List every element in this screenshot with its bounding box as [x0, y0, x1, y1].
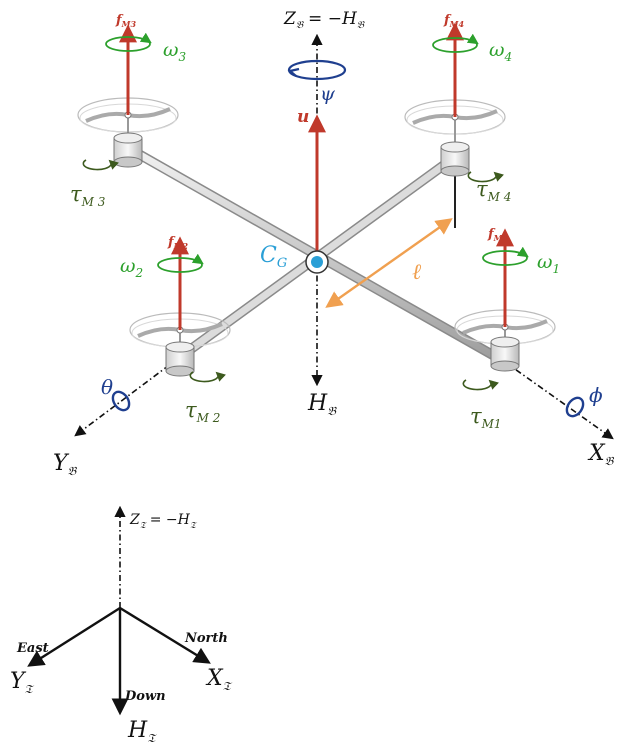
torque-label: τM1	[470, 404, 502, 431]
body-y-axis	[74, 356, 181, 437]
thrust-force-label: fM3	[115, 13, 136, 29]
thrust-force-label: fM4	[443, 13, 464, 29]
torque-label: τM 3	[70, 182, 106, 209]
z-inertial-axis-label: Z𝔗= −H𝔗	[129, 512, 198, 531]
motor-m1: fM1 ω1 τM1	[454, 227, 560, 431]
y-inertial-axis-label: Y𝔗	[10, 669, 35, 696]
arm-length-label: ℓ	[412, 260, 422, 285]
north-label: North	[184, 631, 228, 646]
motor-base	[113, 156, 143, 168]
phi-rotation-icon	[565, 396, 585, 418]
motor-base	[490, 360, 520, 372]
omega-label: ω4	[489, 39, 512, 64]
torque-rotation-icon	[467, 171, 504, 183]
y-body-axis-label: Y𝔅	[53, 451, 78, 478]
torque-rotation-icon	[189, 371, 226, 383]
motor-top	[165, 341, 195, 353]
motor-m4: fM4 ω4 τM 4	[404, 13, 512, 204]
omega-rotation-icon	[482, 250, 528, 266]
body-x-axis	[504, 361, 614, 440]
x-inertial-axis-label: X𝔗	[205, 666, 233, 693]
cg-label: CG	[260, 243, 287, 271]
theta-rotation-icon	[111, 390, 131, 412]
torque-label: τM 4	[476, 177, 511, 204]
motor-top	[490, 336, 520, 348]
h-inertial-axis-label: H𝔗	[127, 718, 157, 745]
down-label: Down	[124, 689, 166, 704]
motor-m3: fM3 ω3 τM 3	[70, 13, 187, 209]
omega-rotation-icon	[105, 36, 151, 52]
omega-rotation-icon	[157, 257, 203, 273]
motor-top	[440, 141, 470, 153]
thrust-u-label: u	[297, 107, 309, 127]
omega-arrow-icon	[191, 253, 204, 265]
inertial-x-axis	[119, 606, 211, 664]
thrust-force-label: fM2	[167, 235, 188, 251]
omega-label: ω2	[120, 255, 143, 280]
phi-label: ϕ	[589, 383, 603, 407]
h-body-axis-label: H𝔅	[307, 391, 337, 418]
east-label: East	[16, 641, 49, 656]
torque-label: τM 2	[185, 398, 220, 425]
arm-length-indicator	[325, 172, 456, 308]
z-body-axis-label: Z𝔅= −H𝔅	[283, 9, 365, 31]
omega-arrow-icon	[516, 246, 529, 258]
omega-arrow-icon	[139, 32, 152, 44]
torque-rotation-icon	[462, 379, 499, 391]
x-body-axis-label: X𝔅	[587, 441, 615, 468]
motor-m2: fM2 ω2 τM 2	[120, 235, 231, 425]
motor-top	[113, 132, 143, 144]
inertial-y-axis	[27, 606, 121, 667]
motor-base	[165, 365, 195, 377]
center-of-gravity	[305, 250, 329, 274]
psi-rotation-icon	[287, 59, 347, 81]
motors: fM1 ω1 τM1 fM2 ω2 τM 2 fM3 ω3 τM 3 fM4 ω4 τM 4	[70, 13, 560, 431]
psi-label: ψ	[320, 83, 336, 105]
torque-rotation-icon	[82, 159, 119, 171]
omega-label: ω3	[163, 39, 187, 64]
omega-arrow-icon	[466, 33, 479, 45]
omega-label: ω1	[537, 251, 560, 276]
inertial-frame	[27, 505, 211, 716]
thrust-force-label: fM1	[487, 227, 508, 243]
omega-rotation-icon	[432, 37, 478, 53]
theta-label: θ	[101, 375, 113, 399]
motor-base	[440, 165, 470, 177]
